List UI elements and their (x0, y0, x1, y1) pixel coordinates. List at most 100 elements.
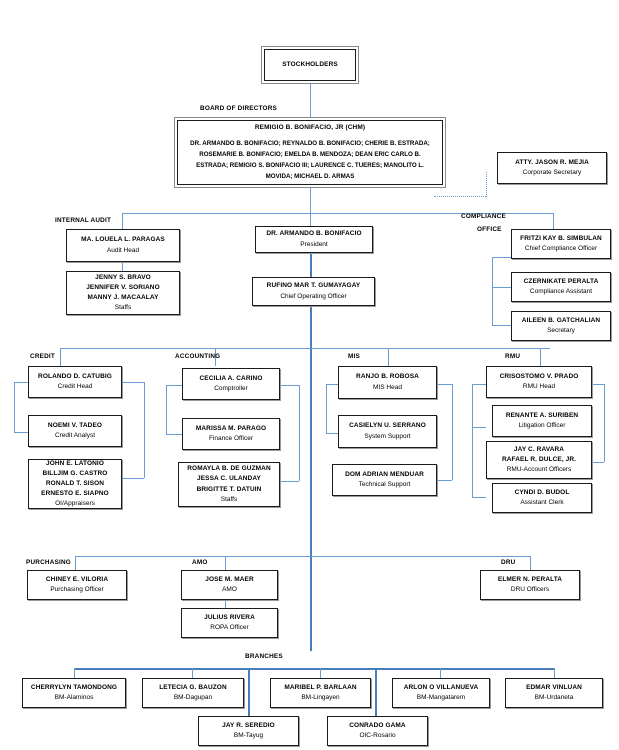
connector-credit-analyst-tap (14, 432, 28, 433)
connector-amo-drop (225, 556, 226, 570)
compliance-assistant-name: CZERNIKATE PERALTA (523, 277, 599, 285)
node-branch-alaminos[interactable]: CHERRYLYN TAMONDONG BM-Alaminos (22, 678, 126, 708)
coo-title: Chief Operating Officer (280, 292, 347, 300)
connector-credit-staff-tap (121, 478, 144, 479)
node-audit-head[interactable]: MA. LOUELA L. PARAGAS Audit Head (66, 229, 180, 262)
node-system-support[interactable]: CASIELYN U. SERRANO System Support (338, 415, 437, 448)
connector-president-audit-h (122, 213, 310, 214)
node-credit-staff[interactable]: JOHN E. LATONIO BILLJIM G. CASTRO RONALD… (28, 459, 122, 509)
board-chairman: REMIGIO B. BONIFACIO, JR (CHM) (254, 124, 366, 131)
connector-comptroller-tap (166, 385, 182, 386)
node-comptroller[interactable]: CECILIA A. CARINO Comptroller (182, 368, 280, 400)
branch-name-1: LETECIA G. BAUZON (159, 683, 227, 691)
connector-branch-5-drop (554, 668, 555, 678)
connector-compliance-officer-tap (492, 257, 511, 258)
credit-staff-title: OI/Appraisers (55, 500, 95, 508)
node-compliance-assistant[interactable]: CZERNIKATE PERALTA Compliance Assistant (511, 272, 611, 302)
accounting-staff-title: Staffs (220, 495, 238, 503)
node-assistant-clerk[interactable]: CYNDI D. BUDOL Assistant Clerk (492, 483, 592, 513)
amo-officer-name: JOSE M. MAER (205, 575, 254, 583)
label-accounting: ACCOUNTING (175, 353, 221, 360)
compliance-secretary-name: AILEEN B. GATCHALIAN (521, 316, 601, 324)
node-branch-urdaneta[interactable]: EDMAR VINLUAN BM-Urdaneta (505, 678, 603, 708)
connector-rmu-rail-left (472, 384, 473, 497)
node-stockholders[interactable]: STOCKHOLDERS (261, 46, 359, 84)
node-amo-officer[interactable]: JOSE M. MAER AMO (181, 570, 278, 600)
technical-support-name: DOM ADRIAN MENDUAR (345, 470, 424, 478)
node-purchasing-officer[interactable]: CHINEY E. VILORIA Purchasing Officer (27, 570, 127, 600)
connector-mis-head-tap-r (437, 384, 452, 385)
connector-mis-rail-left (326, 384, 327, 433)
branch-title-2: BM-Lingayen (301, 694, 340, 701)
connector-compliance-assistant-tap (492, 287, 511, 288)
ropa-officer-name: JULIUS RIVERA (204, 613, 255, 621)
connector-mis-drop (388, 348, 389, 366)
finance-officer-title: Finance Officer (209, 435, 253, 442)
node-branch-rosario[interactable]: CONRADO GAMA OIC-Rosario (327, 716, 428, 746)
connector-dept-bus (60, 348, 550, 349)
branch-name-3: ARLON O VILLANUEVA (403, 683, 479, 691)
node-mis-head[interactable]: RANJO B. ROBOSA MIS Head (338, 366, 437, 399)
connector-branch-1-drop (74, 668, 75, 678)
node-corporate-secretary[interactable]: ATTY. JASON R. MEJIA Corporate Secretary (497, 152, 607, 184)
label-board-of-directors: BOARD OF DIRECTORS (200, 105, 277, 112)
corporate-secretary-name: ATTY. JASON R. MEJIA (515, 158, 589, 166)
coo-name: RUFINO MAR T. GUMAYAGAY (266, 282, 361, 290)
connector-rmu-officers-tap (592, 462, 604, 463)
node-rmu-head[interactable]: CRISOSTOMO V. PRADO RMU Head (486, 366, 592, 398)
node-dru-officer[interactable]: ELMER N. PERALTA DRU Officers (480, 570, 580, 600)
label-amo: AMO (192, 559, 208, 566)
connector-system-support-tap (326, 433, 338, 434)
node-branch-tayug[interactable]: JAY R. SEREDIO BM-Tayug (198, 716, 299, 746)
connector-branch-3-drop (320, 668, 321, 678)
node-accounting-staff[interactable]: ROMAYLA B. DE GUZMAN JESSA C. ULANDAY BR… (178, 462, 280, 507)
connector-rmu-head-tap (472, 384, 486, 385)
compliance-secretary-title: Secretary (547, 327, 575, 334)
credit-head-name: ROLANDO D. CATUBIG (38, 372, 112, 380)
audit-head-name: MA. LOUELA L. PARAGAS (81, 236, 165, 244)
node-compliance-officer[interactable]: FRITZI KAY B. SIMBULAN Chief Compliance … (511, 229, 611, 259)
node-branch-mangatarem[interactable]: ARLON O VILLANUEVA BM-Mangatarem (392, 678, 490, 708)
node-finance-officer[interactable]: MARISSA M. PARAGO Finance Officer (182, 418, 280, 450)
connector-credit-rail-left (14, 382, 15, 432)
connector-assistant-clerk-tap (472, 497, 486, 498)
node-branch-lingayen[interactable]: MARIBEL P. BARLAAN BM-Lingayen (270, 678, 371, 708)
node-ropa-officer[interactable]: JULIUS RIVERA ROPA Officer (181, 608, 278, 638)
audit-head-title: Audit Head (106, 246, 140, 254)
connector-accounting-rail-right (299, 385, 300, 481)
label-purchasing: PURCHASING (26, 559, 71, 566)
node-audit-staff[interactable]: JENNY S. BRAVO JENNIFER V. SORIANO MANNY… (66, 271, 180, 315)
node-branch-dagupan[interactable]: LETECIA G. BAUZON BM-Dagupan (142, 678, 244, 708)
accounting-staff-name-1: JESSA C. ULANDAY (197, 475, 261, 483)
system-support-name: CASIELYN U. SERRANO (349, 422, 426, 430)
audit-staff-name-0: JENNY S. BRAVO (95, 273, 151, 281)
node-compliance-secretary[interactable]: AILEEN B. GATCHALIAN Secretary (511, 311, 611, 341)
node-technical-support[interactable]: DOM ADRIAN MENDUAR Technical Support (332, 464, 437, 496)
node-rmu-account-officers[interactable]: JAY C. RAVARA RAFAEL R. DULCE, JR. RMU-A… (486, 441, 592, 479)
connector-credit-head-tap-r (121, 382, 144, 383)
label-internal-audit: INTERNAL AUDIT (55, 217, 112, 224)
amo-officer-title: AMO (222, 586, 237, 593)
connector-purchasing-drop (75, 556, 76, 570)
credit-analyst-title: Credit Analyst (54, 432, 96, 439)
audit-staff-title: Staffs (114, 304, 132, 312)
connector-audit-head-staff (122, 262, 123, 271)
connector-president-coo (310, 252, 312, 277)
comptroller-title: Comptroller (214, 385, 248, 392)
node-president[interactable]: DR. ARMANDO B. BONIFACIO President (255, 226, 373, 253)
technical-support-title: Technical Support (358, 481, 411, 488)
branch-name-6: CONRADO GAMA (349, 721, 406, 729)
node-board-of-directors[interactable]: REMIGIO B. BONIFACIO, JR (CHM) DR. ARMAN… (174, 117, 446, 188)
node-credit-head[interactable]: ROLANDO D. CATUBIG Credit Head (28, 366, 122, 398)
credit-head-title: Credit Head (57, 383, 93, 390)
connector-mis-head-tap (326, 384, 338, 385)
rmu-head-name: CRISOSTOMO V. PRADO (499, 372, 579, 380)
connector-credit-rail-right (144, 382, 145, 478)
node-credit-analyst[interactable]: NOEMI V. TADEO Credit Analyst (28, 415, 122, 447)
comptroller-name: CECILIA A. CARINO (199, 374, 263, 382)
node-litigation-officer[interactable]: RENANTE A. SURIBEN Litigation Officer (492, 405, 592, 437)
credit-staff-name-2: RONALD T. SISON (45, 479, 105, 487)
connector-branch-tayug-drop (248, 668, 250, 716)
node-coo[interactable]: RUFINO MAR T. GUMAYAGAY Chief Operating … (252, 277, 375, 306)
